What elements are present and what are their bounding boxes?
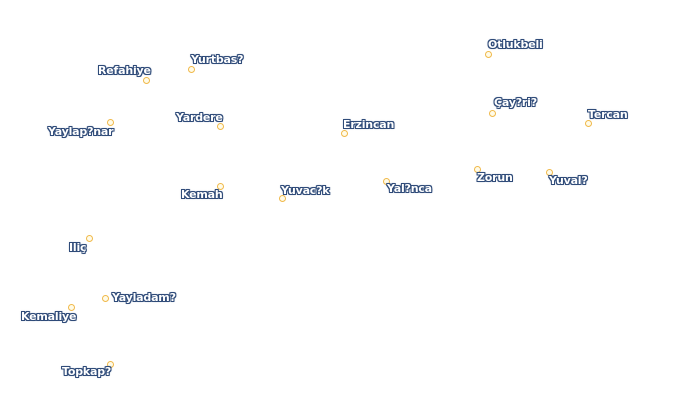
town-marker-icon xyxy=(67,303,75,311)
town-marker-icon xyxy=(488,109,496,117)
town-marker-icon xyxy=(584,119,592,127)
place-label: Yayladam? xyxy=(112,291,176,304)
place-label: Yardere xyxy=(176,111,223,124)
place-label: Yal?nca xyxy=(387,182,432,195)
town-marker-icon xyxy=(85,234,93,242)
place-label: Yuval? xyxy=(549,174,588,187)
town-marker-icon xyxy=(216,122,224,130)
town-marker-icon xyxy=(142,76,150,84)
place-label: Tercan xyxy=(588,108,628,121)
town-marker-icon xyxy=(101,294,109,302)
town-marker-icon xyxy=(340,129,348,137)
place-label: Çay?ri? xyxy=(494,96,537,109)
place-label: Iliç xyxy=(69,241,87,254)
place-label: Topkap? xyxy=(62,365,112,378)
place-label: Yaylap?nar xyxy=(48,125,114,138)
town-marker-icon xyxy=(484,50,492,58)
town-marker-icon xyxy=(106,360,114,368)
place-label: Kemah xyxy=(181,188,223,201)
place-label: Zorun xyxy=(477,171,513,184)
place-label: Erzincan xyxy=(343,118,395,131)
town-marker-icon xyxy=(473,165,481,173)
town-marker-icon xyxy=(382,177,390,185)
place-label: Kemaliye xyxy=(21,310,77,323)
place-label: Refahiye xyxy=(98,64,151,77)
town-marker-icon xyxy=(216,182,224,190)
place-label: Yuvac?k xyxy=(281,184,330,197)
place-label: Yurtbas? xyxy=(191,53,244,66)
town-marker-icon xyxy=(106,118,114,126)
town-marker-icon xyxy=(545,168,553,176)
town-marker-icon xyxy=(278,194,286,202)
place-label: Otlukbeli xyxy=(488,38,543,51)
town-marker-icon xyxy=(187,65,195,73)
